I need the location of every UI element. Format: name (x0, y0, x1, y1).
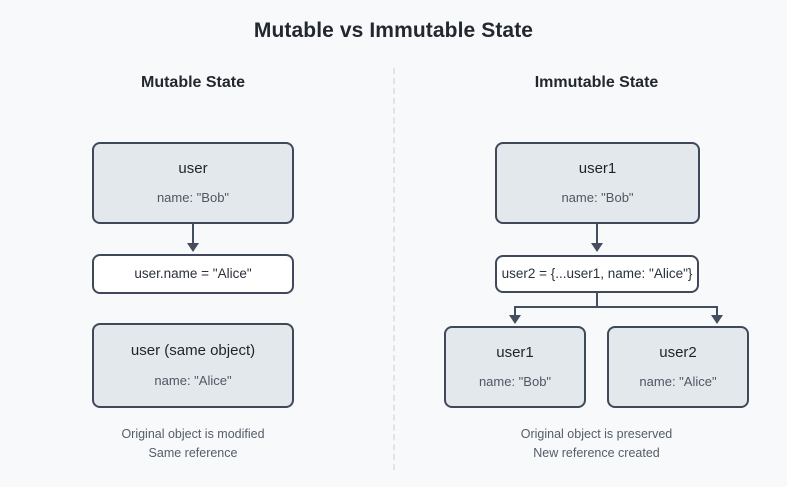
connector-branch-bar (514, 306, 716, 308)
node-title: user1 (496, 343, 534, 361)
arrowhead-mutable-1 (187, 243, 199, 252)
page-title: Mutable vs Immutable State (253, 19, 534, 42)
node-title: user1 (578, 159, 617, 177)
node-title: user.name = "Alice" (134, 265, 252, 281)
connector-branch-stem (596, 293, 598, 307)
caption-mutable: Original object is modified Same referen… (92, 425, 294, 464)
column-heading-immutable: Immutable State (534, 74, 659, 91)
node-immutable-spread: user2 = {...user1, name: "Alice"} (495, 255, 699, 293)
node-mutable-assignment: user.name = "Alice" (92, 254, 294, 294)
caption-immutable: Original object is preserved New referen… (444, 425, 749, 464)
column-divider (393, 68, 395, 470)
connector-immutable-1 (596, 224, 598, 244)
node-title: user2 (659, 343, 697, 361)
arrowhead-immutable-1 (591, 243, 603, 252)
caption-line: Same reference (148, 446, 238, 461)
node-mutable-user-before: user name: "Bob" (92, 142, 294, 224)
caption-line: Original object is modified (121, 427, 265, 441)
node-subtitle: name: "Bob" (561, 190, 634, 206)
arrowhead-branch-right (711, 315, 723, 324)
node-title: user (same object) (130, 342, 256, 359)
connector-mutable-1 (192, 224, 194, 244)
arrowhead-branch-left (509, 315, 521, 324)
node-mutable-user-after: user (same object) name: "Alice" (92, 323, 294, 408)
node-immutable-user2-after: user2 name: "Alice" (607, 326, 749, 408)
node-subtitle: name: "Alice" (154, 372, 232, 388)
caption-line: Original object is preserved (520, 427, 673, 441)
column-heading-mutable: Mutable State (140, 74, 245, 91)
node-immutable-user1-before: user1 name: "Bob" (495, 142, 700, 224)
connector-branch-right (716, 306, 718, 316)
node-immutable-user1-after: user1 name: "Bob" (444, 326, 586, 408)
connector-branch-left (514, 306, 516, 316)
node-title: user2 = {...user1, name: "Alice"} (501, 265, 693, 281)
node-subtitle: name: "Bob" (156, 190, 230, 206)
node-title: user (178, 159, 208, 177)
node-subtitle: name: "Alice" (639, 374, 717, 390)
caption-line: New reference created (533, 446, 660, 461)
node-subtitle: name: "Bob" (478, 374, 552, 390)
